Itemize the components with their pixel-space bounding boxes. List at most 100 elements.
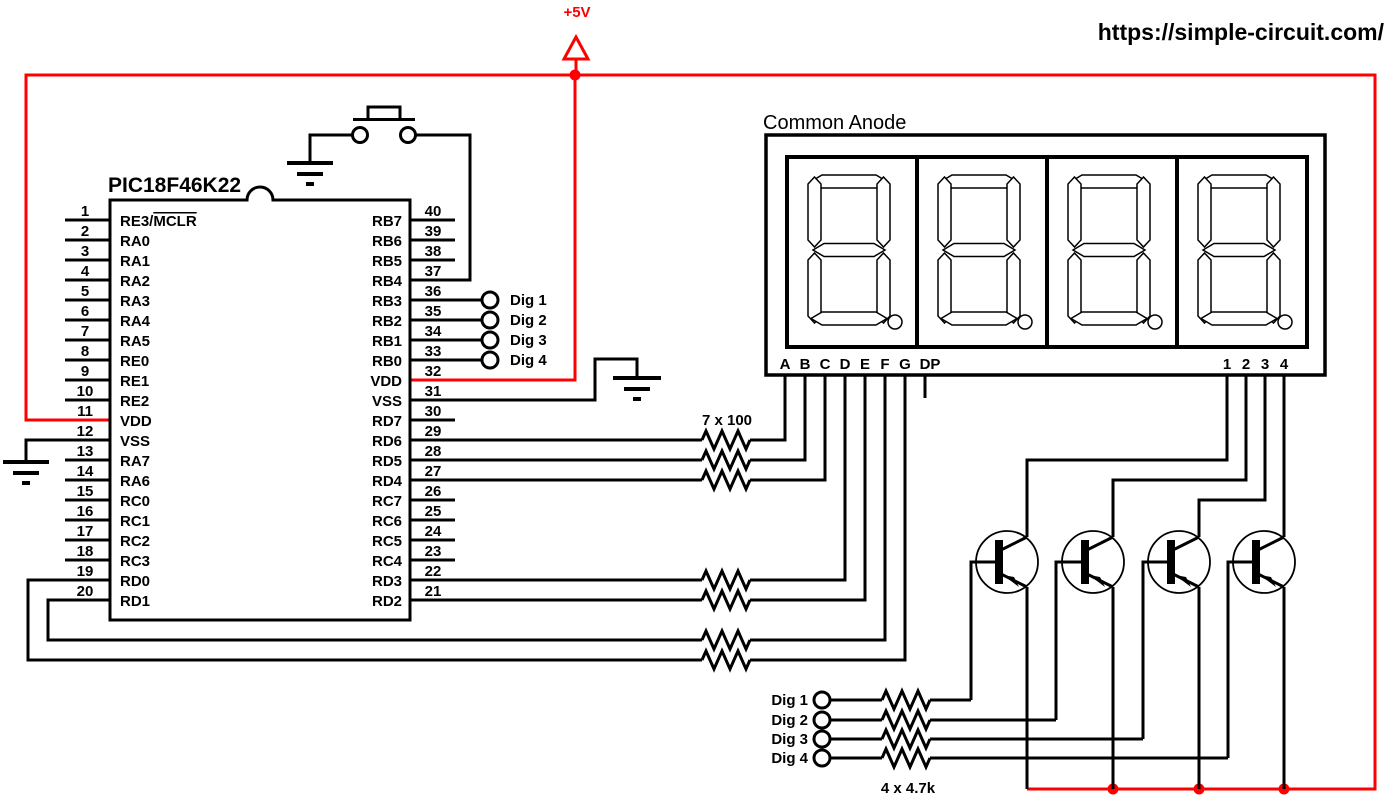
digit-pin-label-4: 4 xyxy=(1280,356,1289,373)
supply-label: +5V xyxy=(563,4,590,21)
pin-number: 33 xyxy=(425,343,442,360)
pin-number: 5 xyxy=(81,283,89,300)
pin-number: 35 xyxy=(425,303,442,320)
driver-transistor-2 xyxy=(1054,530,1125,789)
pin-number: 17 xyxy=(77,523,94,540)
ground-symbol-vss31 xyxy=(410,357,661,402)
pin-label: RC0 xyxy=(120,493,150,510)
pin-label: VDD xyxy=(120,413,152,430)
seven-segment-display: Common Anode A B C D E F G DP 1 2 3 4 xyxy=(763,112,1327,377)
button-cap xyxy=(366,105,402,121)
ic-left-pin-labels: RE3/MCLR RA0 RA1 RA2 RA3 RA4 RA5 RE0 RE1… xyxy=(120,213,197,610)
driver-transistor-4 xyxy=(1226,530,1296,789)
pin-label: RD3 xyxy=(372,573,402,590)
dig1-label: Dig 1 xyxy=(510,292,547,309)
collector-lead xyxy=(1255,535,1285,553)
pin-number: 26 xyxy=(425,483,442,500)
pin-label: RD2 xyxy=(372,593,402,610)
pin-number: 7 xyxy=(81,323,89,340)
pin-label: RE0 xyxy=(120,353,149,370)
pin-label: RB2 xyxy=(372,313,402,330)
digit-resistors-label: 4 x 4.7k xyxy=(881,780,936,797)
dig2-label: Dig 2 xyxy=(771,712,808,729)
dig1-label: Dig 1 xyxy=(771,692,808,709)
terminal-circle xyxy=(480,310,500,330)
pin-label: RE2 xyxy=(120,393,149,410)
pin-number: 14 xyxy=(77,463,94,480)
pin-number: 18 xyxy=(77,543,94,560)
display-title: Common Anode xyxy=(763,112,906,134)
pin-label: RC3 xyxy=(120,553,150,570)
pin-number: 22 xyxy=(425,563,442,580)
terminal-circle xyxy=(812,710,832,730)
dig4-label: Dig 4 xyxy=(771,750,808,767)
pin-number: 23 xyxy=(425,543,442,560)
digit-pin-label-2: 2 xyxy=(1242,356,1250,373)
segment-label-f: F xyxy=(880,356,889,373)
ic-left-pin-stubs xyxy=(65,218,110,562)
dig2-label: Dig 2 xyxy=(510,312,547,329)
terminal-circle xyxy=(812,729,832,749)
pin-label: VSS xyxy=(372,393,402,410)
ic-right-pin-numbers: 40 39 38 37 36 35 34 33 32 31 30 29 28 2… xyxy=(425,203,442,600)
pin-label: RC1 xyxy=(120,513,150,530)
pin-number: 38 xyxy=(425,243,442,260)
segment-label-c: C xyxy=(820,356,831,373)
pin-number: 39 xyxy=(425,223,442,240)
mcu-ic: PIC18F46K22 xyxy=(108,174,412,622)
supply-wire-vdd32 xyxy=(410,75,577,382)
ic-body xyxy=(108,185,412,622)
pin-number: 4 xyxy=(81,263,90,280)
digit-resistor-network: Dig 1 Dig 2 Dig 3 Dig 4 4 x 4.7k xyxy=(771,689,1228,797)
pnp-arrow-icon xyxy=(1089,575,1105,587)
pin-number: 32 xyxy=(425,363,442,380)
pin-number: 36 xyxy=(425,283,442,300)
ic-right-pin-labels: RB7 RB6 RB5 RB4 RB3 RB2 RB1 RB0 VDD VSS … xyxy=(370,213,402,610)
site-url: https://simple-circuit.com/ xyxy=(1098,19,1385,45)
pin-label: RB7 xyxy=(372,213,402,230)
button-terminal xyxy=(399,126,417,144)
pin-label: RC4 xyxy=(372,553,403,570)
pin-label: RB5 xyxy=(372,253,402,270)
pin-number: 6 xyxy=(81,303,89,320)
pin-label: RD7 xyxy=(372,413,402,430)
vss31-wire xyxy=(410,357,639,402)
power-rail-5v: +5V xyxy=(24,4,1377,795)
pin-number: 27 xyxy=(425,463,442,480)
pin-label-mclr-overline: MCLR xyxy=(153,213,196,230)
pin-number: 11 xyxy=(77,403,93,420)
collector-lead xyxy=(1170,535,1200,553)
supply-arrow-icon xyxy=(561,33,591,61)
pin-number: 2 xyxy=(81,223,89,240)
segment-label-g: G xyxy=(899,356,911,373)
junction-dot xyxy=(569,69,581,81)
pin-label: RC7 xyxy=(372,493,402,510)
pin-number: 25 xyxy=(425,503,442,520)
pin-number: 10 xyxy=(77,383,94,400)
base-wire xyxy=(969,560,999,700)
ic-title: PIC18F46K22 xyxy=(108,174,241,197)
pin-label: RA1 xyxy=(120,253,150,270)
base-wire xyxy=(1226,560,1256,758)
terminal-circle xyxy=(812,690,832,710)
pin-number: 37 xyxy=(425,263,442,280)
digit-pin-label-1: 1 xyxy=(1223,356,1231,373)
pnp-arrow-icon xyxy=(1003,575,1019,587)
pin-label: RC6 xyxy=(372,513,402,530)
pin-label: RB1 xyxy=(372,333,402,350)
pin-label: RD0 xyxy=(120,573,150,590)
pin-number: 19 xyxy=(77,563,94,580)
pin-number: 16 xyxy=(77,503,94,520)
pin-label: RC2 xyxy=(120,533,150,550)
base-wire xyxy=(1054,560,1085,720)
pnp-arrow-icon xyxy=(1260,575,1276,587)
pin-number: 34 xyxy=(425,323,442,340)
ic-right-pin-stubs xyxy=(410,218,455,562)
pin-number: 40 xyxy=(425,203,442,220)
segment-label-e: E xyxy=(860,356,870,373)
segment-label-b: B xyxy=(800,356,811,373)
dig4-label: Dig 4 xyxy=(510,352,547,369)
button-right-wire xyxy=(410,133,472,282)
